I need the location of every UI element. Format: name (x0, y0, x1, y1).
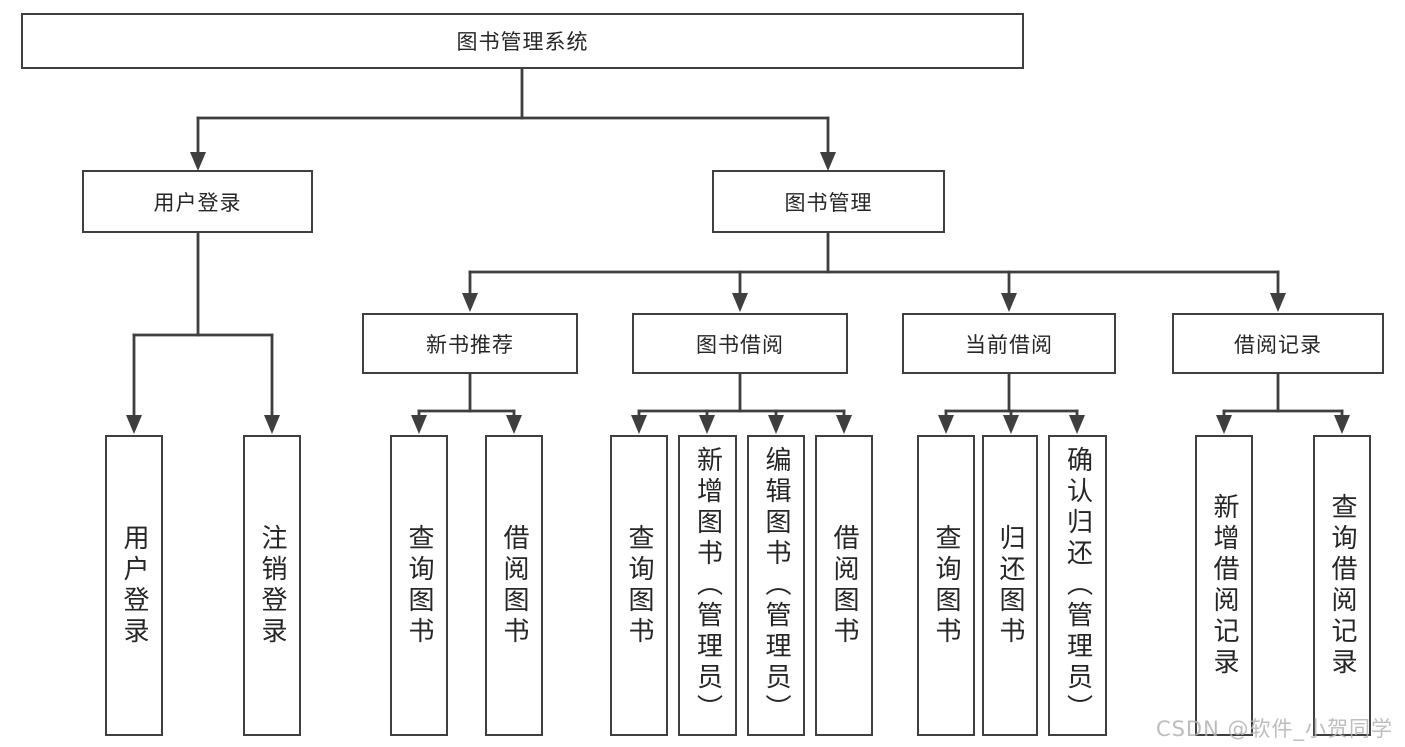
connector-book-management (468, 230, 1280, 298)
connector-root (196, 67, 830, 157)
leaf-borrow-books-borrowing: 借阅图书 (815, 435, 873, 736)
leaf-label: 借阅图书 (829, 523, 859, 648)
leaf-borrow-books-recommend: 借阅图书 (485, 435, 543, 736)
node-label: 借阅记录 (1234, 332, 1322, 357)
connector-new-book-recommend (417, 372, 516, 420)
leaf-label: 用户登录 (119, 523, 149, 648)
leaf-label: 编辑图书（管理员） (761, 446, 791, 725)
leaf-return-books: 归还图书 (982, 435, 1038, 736)
node-label: 图书管理系统 (456, 30, 589, 54)
leaf-label: 查询借阅记录 (1327, 492, 1357, 679)
connector-book-borrowing (637, 372, 846, 420)
leaf-label: 注销登录 (257, 523, 287, 648)
leaf-label: 新增借阅记录 (1209, 492, 1239, 679)
connector-current-borrowing (944, 372, 1079, 420)
node-book-borrowing: 图书借阅 (632, 313, 848, 374)
leaf-label: 确认归还（管理员） (1062, 446, 1093, 725)
node-library-management-system: 图书管理系统 (21, 13, 1024, 69)
arrowheads (126, 152, 1350, 434)
leaf-label: 查询图书 (624, 523, 654, 648)
node-new-book-recommend: 新书推荐 (362, 313, 578, 374)
connector-user-login (132, 231, 274, 420)
node-label: 图书借阅 (696, 332, 784, 357)
leaf-edit-books-admin: 编辑图书（管理员） (747, 435, 805, 736)
node-label: 用户登录 (153, 190, 242, 215)
leaf-query-books-recommend: 查询图书 (390, 435, 448, 736)
leaf-query-books-current: 查询图书 (917, 435, 975, 736)
node-label: 图书管理 (784, 190, 873, 215)
connector-borrowing-records (1222, 372, 1344, 420)
node-book-management: 图书管理 (712, 170, 945, 233)
watermark-text: CSDN @软件_小贺同学 (1155, 717, 1393, 741)
leaf-add-borrow-record: 新增借阅记录 (1195, 435, 1253, 736)
leaf-label: 借阅图书 (499, 523, 529, 648)
leaf-label: 查询图书 (931, 523, 961, 648)
node-user-login: 用户登录 (82, 170, 313, 233)
leaf-label: 查询图书 (404, 523, 434, 648)
node-borrowing-records: 借阅记录 (1172, 313, 1384, 374)
leaf-query-borrow-record: 查询借阅记录 (1313, 435, 1371, 736)
leaf-query-books-borrowing: 查询图书 (610, 435, 668, 736)
leaf-user-login: 用户登录 (105, 435, 163, 736)
leaf-confirm-return-admin: 确认归还（管理员） (1048, 435, 1107, 736)
node-label: 新书推荐 (426, 332, 514, 357)
leaf-add-books-admin: 新增图书（管理员） (678, 435, 737, 736)
node-current-borrowing: 当前借阅 (902, 313, 1116, 374)
leaf-label: 新增图书（管理员） (692, 446, 723, 725)
leaf-label: 归还图书 (995, 523, 1025, 648)
leaf-logout: 注销登录 (243, 435, 301, 736)
node-label: 当前借阅 (965, 332, 1053, 357)
